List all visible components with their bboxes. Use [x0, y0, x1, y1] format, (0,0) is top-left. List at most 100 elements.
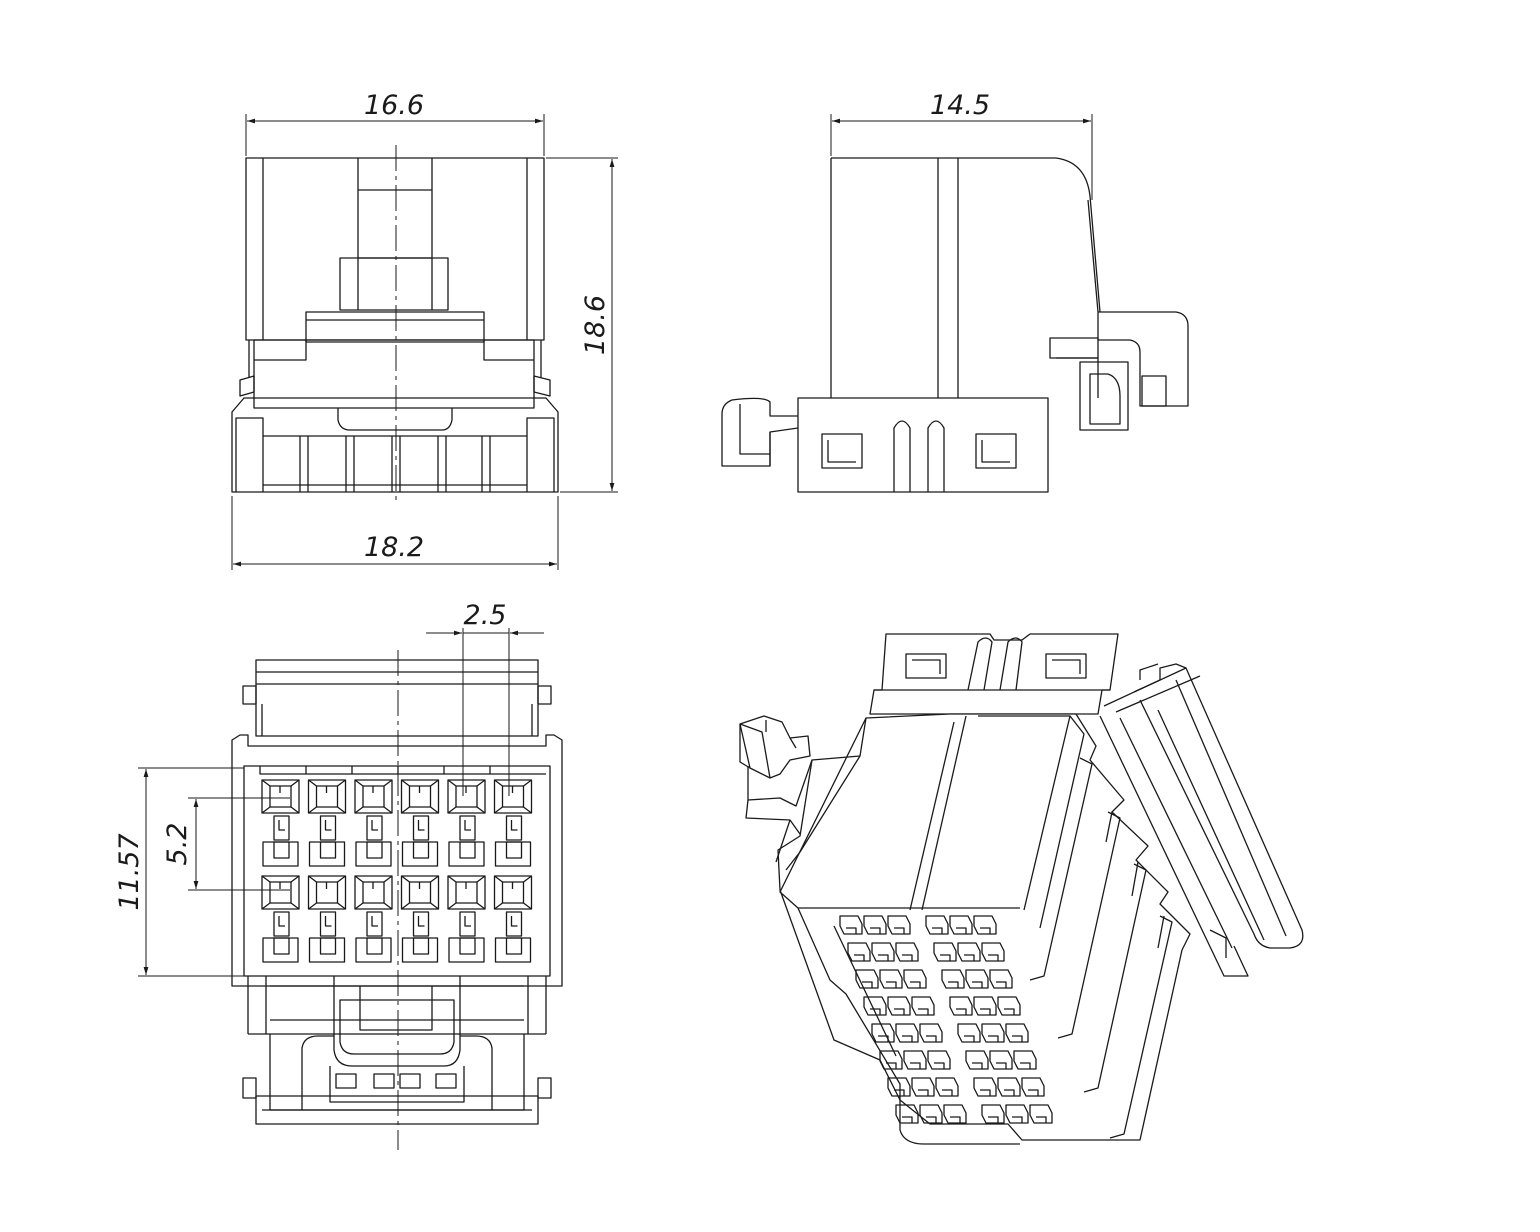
cavity-pair	[261, 779, 300, 867]
cavity-small	[494, 841, 532, 867]
cavity-latch	[319, 911, 337, 937]
cavity-latch	[366, 911, 383, 937]
cavity-small	[401, 937, 439, 963]
iso-cavity	[957, 942, 981, 962]
iso-cavity	[981, 942, 1005, 962]
cavity-small-inner	[459, 841, 476, 859]
cavity-chamfer	[447, 875, 486, 910]
cavity-pair	[307, 779, 347, 867]
iso-cavity	[855, 969, 879, 989]
iso-cavity	[997, 996, 1021, 1016]
iso-cavity	[941, 969, 965, 989]
dim-pitch: 2.5	[426, 600, 544, 796]
cavity-latch	[505, 815, 523, 841]
iso-cavity	[895, 1023, 919, 1043]
dim-height: 18.6	[546, 157, 618, 493]
cavity-large	[493, 779, 533, 814]
iso-cavity	[863, 915, 887, 935]
cavity-small	[355, 937, 392, 963]
dim-label-5-2: 5.2	[162, 823, 193, 866]
cavity-large	[307, 779, 347, 814]
cavity-pair	[447, 875, 486, 963]
cavity-tab	[510, 916, 518, 927]
iso-cavity	[989, 1050, 1013, 1070]
cavity-tab	[417, 820, 425, 831]
cavity-chamfer	[447, 779, 486, 814]
iso-cavity	[935, 1077, 959, 1097]
iso-cavity	[973, 996, 997, 1016]
iso-cavity	[1005, 1023, 1029, 1043]
iso-cavity	[981, 1104, 1005, 1124]
cavity-chamfer	[401, 779, 439, 814]
cavity-small-inner	[459, 937, 476, 955]
iso-cavity	[997, 1077, 1021, 1097]
cavity-chamfer	[261, 779, 300, 814]
cavity-pair	[354, 875, 393, 963]
iso-cavity	[927, 1050, 951, 1070]
cavity-small-inner	[366, 841, 383, 859]
cavity-large	[400, 875, 440, 910]
cavity-latch	[366, 815, 383, 841]
cavity-latch	[459, 911, 476, 937]
dim-row-pitch: 5.2	[162, 797, 290, 891]
iso-cavity	[989, 969, 1013, 989]
iso-cavity	[981, 1023, 1005, 1043]
iso-cavity	[863, 996, 887, 1016]
cavity-small	[401, 841, 439, 867]
iso-cavity	[887, 915, 911, 935]
cavity-small-inner	[505, 937, 523, 955]
cavity-latch	[273, 911, 290, 937]
cavity-tab	[278, 916, 285, 927]
iso-cavity	[949, 915, 973, 935]
iso-cavity	[1013, 1050, 1037, 1070]
iso-cavity	[879, 969, 903, 989]
dim-grid-height: 11.57	[114, 767, 244, 977]
front-view: 16.6 18.6 18.2	[231, 90, 618, 570]
cavity-small	[308, 841, 346, 867]
isometric-view	[739, 633, 1304, 1145]
cavity-large	[493, 875, 533, 910]
cavity-small	[448, 937, 485, 963]
iso-cavity	[847, 942, 871, 962]
cavity-latch	[412, 911, 430, 937]
cavity-pair	[493, 875, 533, 963]
cavity-small	[262, 841, 299, 867]
iso-cavity	[1005, 1104, 1029, 1124]
iso-cavity	[943, 1104, 967, 1124]
cavity-tab	[464, 916, 471, 927]
cavity-chamfer	[308, 875, 346, 910]
cavity-large	[447, 875, 486, 910]
cavity-tab	[324, 916, 332, 927]
dim-side-width: 14.5	[830, 90, 1093, 200]
cavity-large	[261, 875, 300, 910]
cavity-chamfer	[354, 779, 393, 814]
cavity-tab	[464, 820, 471, 831]
dim-bottom-width: 18.2	[231, 496, 559, 570]
cavity-pair	[447, 779, 486, 867]
iso-cavity	[871, 1023, 895, 1043]
iso-cavity	[887, 1077, 911, 1097]
mating-face-view: 2.5 5.2 11.57	[114, 600, 563, 1150]
side-view: 14.5	[721, 90, 1189, 493]
dim-label-2-5: 2.5	[464, 600, 507, 631]
iso-cavity	[871, 942, 895, 962]
cavity-pair	[400, 875, 440, 963]
cavity-tab	[371, 820, 378, 831]
cavity-small	[355, 841, 392, 867]
cavity-chamfer	[261, 875, 300, 910]
iso-cavity	[925, 915, 949, 935]
cavity-chamfer	[354, 875, 393, 910]
dim-label-18-6: 18.6	[580, 295, 611, 355]
dim-label-18-2: 18.2	[364, 532, 424, 563]
isometric-cavity-grid	[839, 915, 1053, 1124]
cavity-pair	[493, 779, 533, 867]
iso-cavity	[965, 1050, 989, 1070]
iso-cavity	[919, 1104, 943, 1124]
cavity-tab	[371, 916, 378, 927]
iso-cavity	[965, 969, 989, 989]
iso-cavity	[839, 915, 863, 935]
iso-cavity	[919, 1023, 943, 1043]
iso-cavity	[903, 1050, 927, 1070]
cavity-large	[261, 779, 300, 814]
cavity-small-inner	[273, 841, 290, 859]
